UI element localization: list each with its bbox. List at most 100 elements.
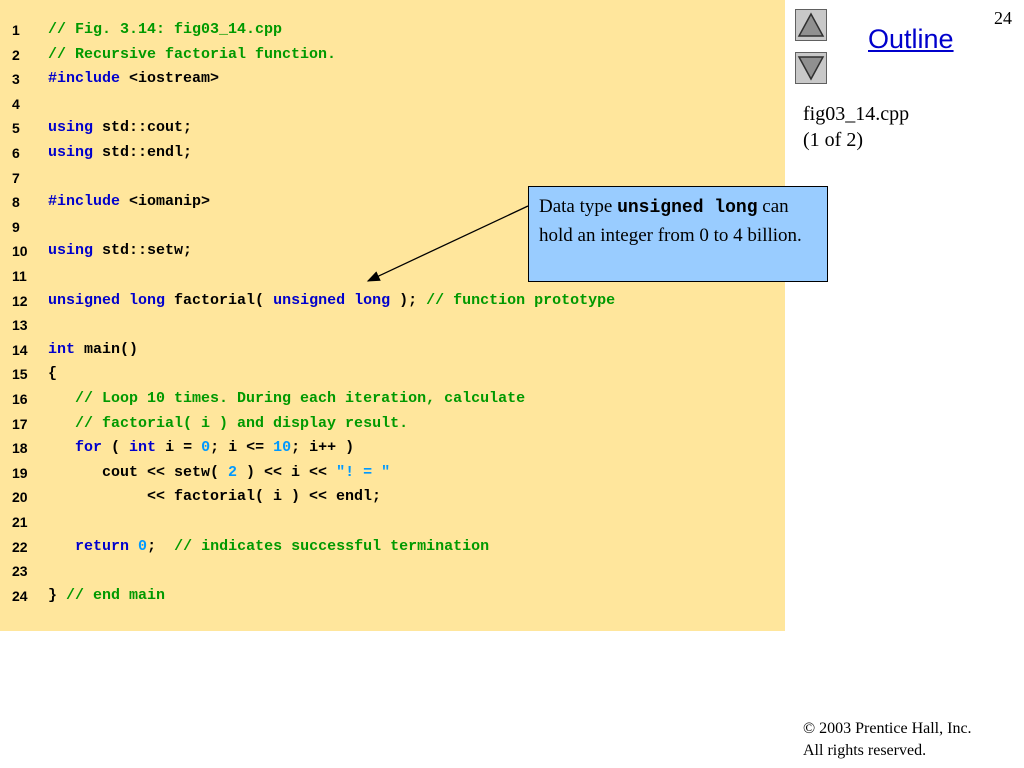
- code-token-plain: }: [48, 586, 67, 604]
- code-token-keyword: using: [48, 144, 94, 161]
- line-number: 18: [12, 440, 28, 457]
- line-number: 13: [12, 317, 28, 334]
- code-token-plain: std::endl;: [93, 144, 193, 161]
- callout-text-before: Data type: [539, 196, 618, 217]
- code-token-comment: // Loop 10 times. During each iteration,…: [75, 390, 526, 407]
- code-text: // factorial( i ) and display result.: [48, 412, 408, 436]
- code-token-keyword: int: [129, 439, 157, 457]
- triangle-up-icon: [797, 12, 825, 37]
- code-token-plain: <iomanip>: [120, 193, 211, 211]
- code-token-plain: main(): [75, 340, 139, 358]
- code-token-plain: [48, 390, 75, 407]
- code-token-plain: [129, 538, 138, 555]
- code-text: using std::setw;: [48, 239, 192, 263]
- code-token-plain: <iostream>: [120, 70, 220, 88]
- triangle-down-icon: [797, 56, 825, 81]
- line-number: 21: [12, 514, 28, 530]
- code-panel: 1 // Fig. 3.14: fig03_14.cpp 2 // Recursive…: [0, 0, 785, 631]
- code-text: // Loop 10 times. During each iteration,…: [48, 387, 525, 411]
- next-slide-button[interactable]: [795, 52, 827, 84]
- line-number: 16: [12, 391, 28, 407]
- code-text: #include <iostream>: [48, 67, 219, 91]
- slide-number: 24: [994, 8, 1012, 28]
- code-token-keyword: using: [48, 242, 94, 260]
- line-number: 5: [12, 120, 20, 137]
- code-token-plain: ) << i <<: [237, 463, 337, 481]
- code-text: return 0; // indicates successful termin…: [48, 535, 489, 559]
- line-number: 1: [12, 22, 20, 38]
- code-token-plain: [48, 538, 75, 555]
- code-token-plain: std::setw;: [93, 242, 193, 260]
- line-number: 10: [12, 243, 28, 260]
- line-number: 14: [12, 341, 28, 358]
- code-token-plain: ; i++ ): [291, 439, 355, 457]
- code-text: unsigned long factorial( unsigned long )…: [48, 289, 615, 313]
- copyright-line-2: All rights reserved.: [803, 742, 927, 759]
- code-token-number: 0: [138, 537, 148, 555]
- callout-code-term: unsigned long: [617, 198, 758, 218]
- code-token-number: 2: [228, 463, 238, 481]
- code-token-keyword: using: [48, 119, 94, 137]
- code-text: for ( int i = 0; i <= 10; i++ ): [48, 436, 354, 460]
- code-token-keyword: unsigned long: [48, 291, 166, 309]
- line-number: 17: [12, 415, 28, 432]
- line-number: 24: [12, 587, 28, 604]
- code-token-plain: std::cout;: [93, 119, 193, 137]
- line-number: 2: [12, 46, 20, 63]
- code-text: using std::endl;: [48, 141, 192, 165]
- file-name: fig03_14.cpp: [803, 103, 910, 125]
- code-token-plain: ;: [147, 537, 175, 555]
- code-text: } // end main: [48, 584, 165, 608]
- code-token-comment: // end main: [66, 586, 166, 604]
- code-token-comment: // Fig. 3.14: fig03_14.cpp: [48, 21, 283, 38]
- code-token-keyword: return: [75, 537, 130, 555]
- code-token-comment: // Recursive factorial function.: [48, 45, 337, 63]
- code-token-comment: // function prototype: [426, 291, 616, 309]
- code-token-plain: i =: [156, 439, 202, 457]
- code-token-plain: factorial(: [165, 291, 274, 309]
- line-number: 3: [12, 71, 20, 88]
- code-token-plain: << factorial( i ) << endl;: [48, 488, 382, 506]
- code-token-keyword: #include: [48, 193, 121, 211]
- line-number: 12: [12, 292, 28, 309]
- code-token-keyword: for: [75, 439, 103, 457]
- code-text: {: [48, 362, 57, 386]
- code-token-plain: cout << setw(: [48, 463, 229, 481]
- code-token-keyword: int: [48, 340, 76, 358]
- code-text: cout << setw( 2 ) << i << "! = ": [48, 461, 390, 485]
- line-number: 9: [12, 218, 20, 235]
- code-token-comment: // factorial( i ) and display result.: [75, 414, 409, 432]
- line-number: 4: [12, 95, 20, 112]
- line-number: 20: [12, 489, 28, 506]
- line-number: 22: [12, 538, 28, 555]
- copyright: © 2003 Prentice Hall, Inc. All rights re…: [803, 718, 972, 762]
- code-token-number: 0: [201, 439, 211, 457]
- code-token-string: "! = ": [336, 463, 391, 481]
- code-token-plain: (: [102, 439, 130, 457]
- code-token-plain: [48, 439, 75, 456]
- code-text: << factorial( i ) << endl;: [48, 485, 381, 509]
- code-token-plain: {: [48, 365, 58, 383]
- copyright-line-1: © 2003 Prentice Hall, Inc.: [803, 720, 972, 737]
- line-number: 15: [12, 366, 28, 383]
- code-text: int main(): [48, 338, 138, 362]
- code-token-number: 10: [273, 439, 292, 457]
- code-token-comment: // indicates successful termination: [174, 537, 490, 555]
- callout-text-after: can hold an integer from 0 to 4 billion.: [539, 196, 802, 246]
- previous-slide-button[interactable]: [795, 9, 827, 41]
- code-text: using std::cout;: [48, 116, 192, 140]
- code-token-plain: );: [390, 291, 427, 309]
- line-number: 6: [12, 145, 20, 161]
- code-text: #include <iomanip>: [48, 190, 210, 214]
- line-number: 7: [12, 169, 20, 186]
- file-info: fig03_14.cpp (1 of 2): [803, 101, 909, 153]
- code-text: // Fig. 3.14: fig03_14.cpp: [48, 18, 282, 42]
- code-token-keyword: unsigned long: [273, 291, 391, 309]
- code-token-plain: ; i <=: [210, 439, 274, 457]
- code-token-keyword: #include: [48, 70, 121, 88]
- outline-link[interactable]: Outline: [868, 24, 954, 54]
- code-text: // Recursive factorial function.: [48, 43, 336, 67]
- line-number: 8: [12, 194, 20, 211]
- file-part: (1 of 2): [803, 129, 863, 151]
- code-token-plain: [48, 415, 75, 432]
